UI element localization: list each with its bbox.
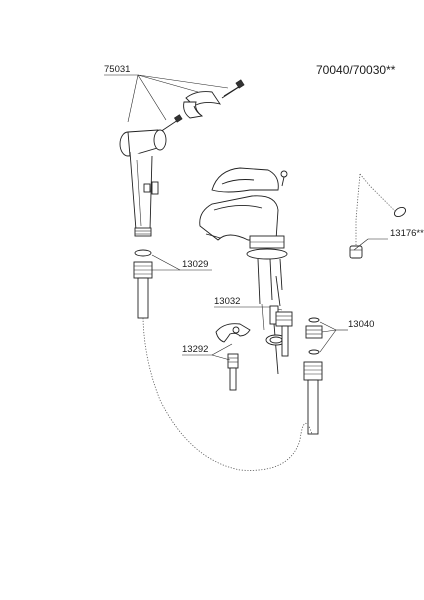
part-13029-group: 13029 <box>133 249 212 319</box>
holder-bracket-75031 <box>183 91 222 119</box>
screw-75031-b <box>159 114 183 133</box>
part-13040-group: 13040 <box>275 311 374 435</box>
nut-13292 <box>227 353 239 369</box>
label-13040: 13040 <box>348 319 374 330</box>
screw-75031-a <box>221 79 245 99</box>
label-13292: 13292 <box>182 344 208 355</box>
label-13029: 13029 <box>182 259 208 270</box>
shower-hose <box>142 317 313 471</box>
basin-mixer-body <box>199 167 288 305</box>
hand-shower <box>119 129 167 237</box>
part-75031-group: 75031 <box>104 64 245 237</box>
part-13176-group: 13176** <box>349 173 424 259</box>
part-13292-group: 13292 <box>182 323 251 391</box>
label-13176: 13176** <box>390 228 424 239</box>
model-number: 70040/70030** <box>316 63 396 77</box>
part-13032-group: 13032 <box>214 275 287 375</box>
label-13032: 13032 <box>214 296 240 307</box>
washer-13029 <box>134 249 152 257</box>
hose-nut-13029 <box>133 261 153 319</box>
label-75031: 75031 <box>104 64 130 75</box>
